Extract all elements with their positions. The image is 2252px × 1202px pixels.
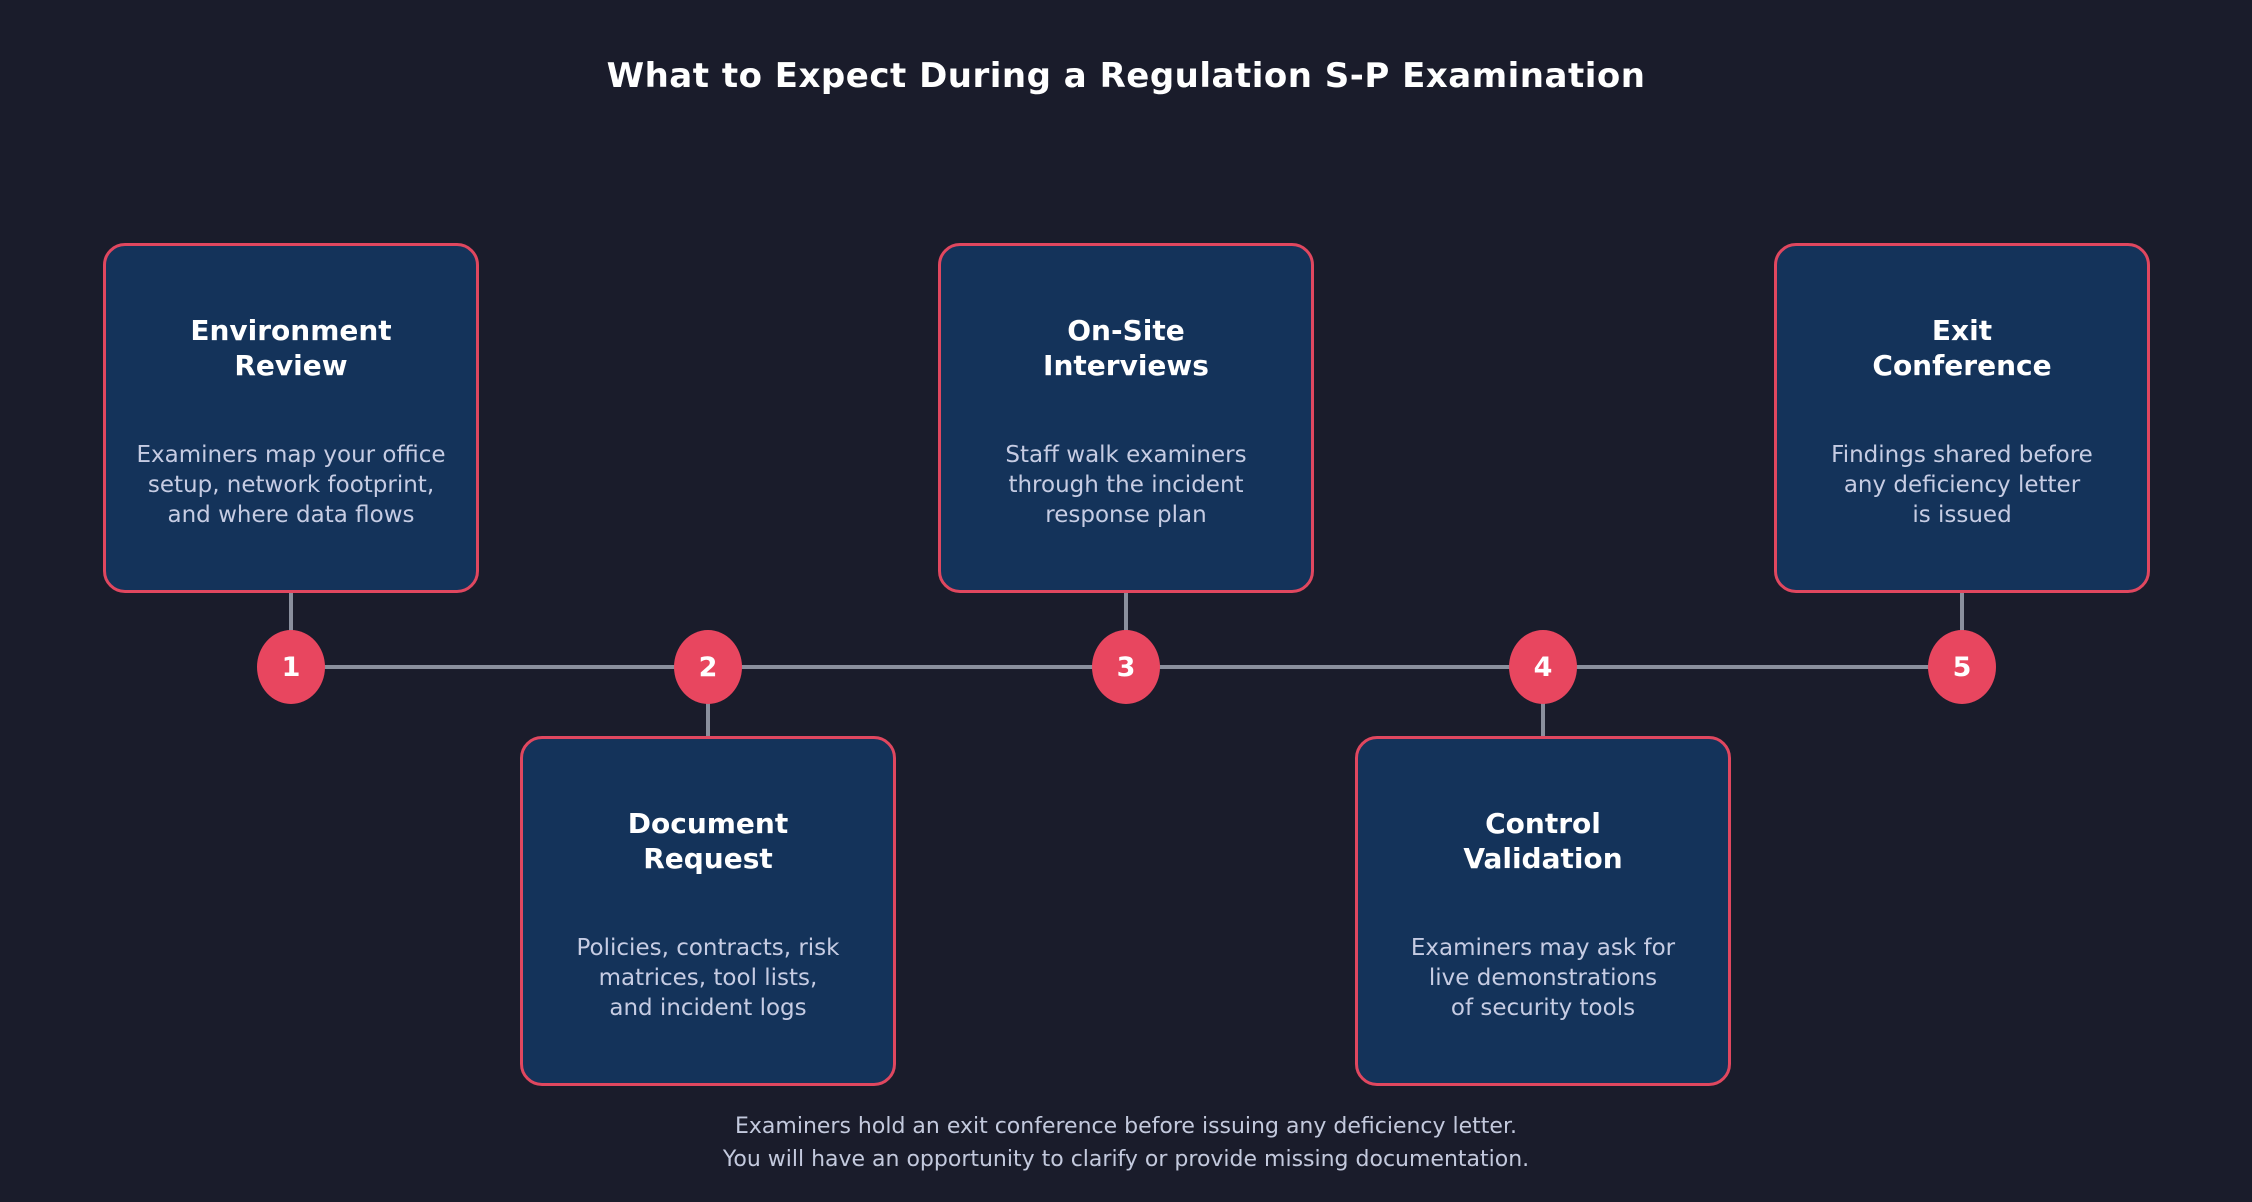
- footer-note-line-2: You will have an opportunity to clarify …: [722, 1147, 1530, 1172]
- timeline-node-2: 2: [674, 630, 742, 704]
- footer-note: Examiners hold an exit conference before…: [0, 1110, 2252, 1176]
- step-card-exit-conference: Exit Conference Findings shared before a…: [1774, 243, 2150, 593]
- step-card-title: Exit Conference: [1872, 314, 2052, 382]
- footer-note-line-1: Examiners hold an exit conference before…: [735, 1114, 1517, 1139]
- step-card-description: Examiners may ask for live demonstration…: [1410, 935, 1676, 1021]
- step-card-document-request: Document Request Policies, contracts, ri…: [520, 736, 896, 1086]
- step-card-description: Examiners map your office setup, network…: [136, 442, 446, 528]
- step-card-title: Document Request: [627, 807, 789, 875]
- step-card-on-site-interviews: On-Site Interviews Staff walk examiners …: [938, 243, 1314, 593]
- step-card-title: On-Site Interviews: [1043, 314, 1209, 382]
- timeline-node-5: 5: [1928, 630, 1996, 704]
- timeline-node-1: 1: [257, 630, 325, 704]
- timeline-node-4: 4: [1509, 630, 1577, 704]
- step-card-control-validation: Control Validation Examiners may ask for…: [1355, 736, 1731, 1086]
- step-card-environment-review: Environment Review Examiners map your of…: [103, 243, 479, 593]
- step-card-title: Environment Review: [190, 314, 392, 382]
- step-card-description: Staff walk examiners through the inciden…: [1005, 442, 1247, 528]
- step-card-description: Findings shared before any deficiency le…: [1831, 442, 2093, 528]
- timeline-node-3: 3: [1092, 630, 1160, 704]
- step-card-title: Control Validation: [1463, 807, 1623, 875]
- step-card-description: Policies, contracts, risk matrices, tool…: [576, 935, 840, 1021]
- page-title: What to Expect During a Regulation S-P E…: [606, 56, 1646, 96]
